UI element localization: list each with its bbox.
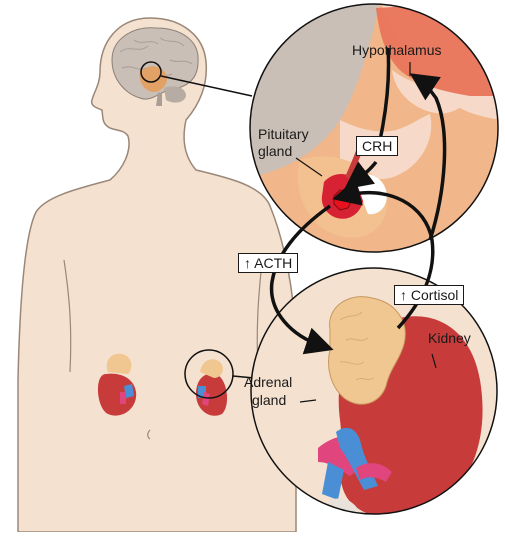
adrenal-label-line2: gland	[252, 392, 286, 408]
kidney-label: Kidney	[428, 330, 471, 346]
pituitary-label-line1: Pituitary	[258, 126, 309, 142]
cortisol-label: ↑ Cortisol	[394, 285, 464, 305]
hypothalamus-label: Hypothalamus	[352, 42, 442, 58]
pituitary-label-line2: gland	[258, 143, 292, 159]
crh-label: CRH	[356, 136, 398, 156]
adrenal-label-line1: Adrenal	[244, 374, 292, 390]
acth-label: ↑ ACTH	[238, 253, 298, 273]
